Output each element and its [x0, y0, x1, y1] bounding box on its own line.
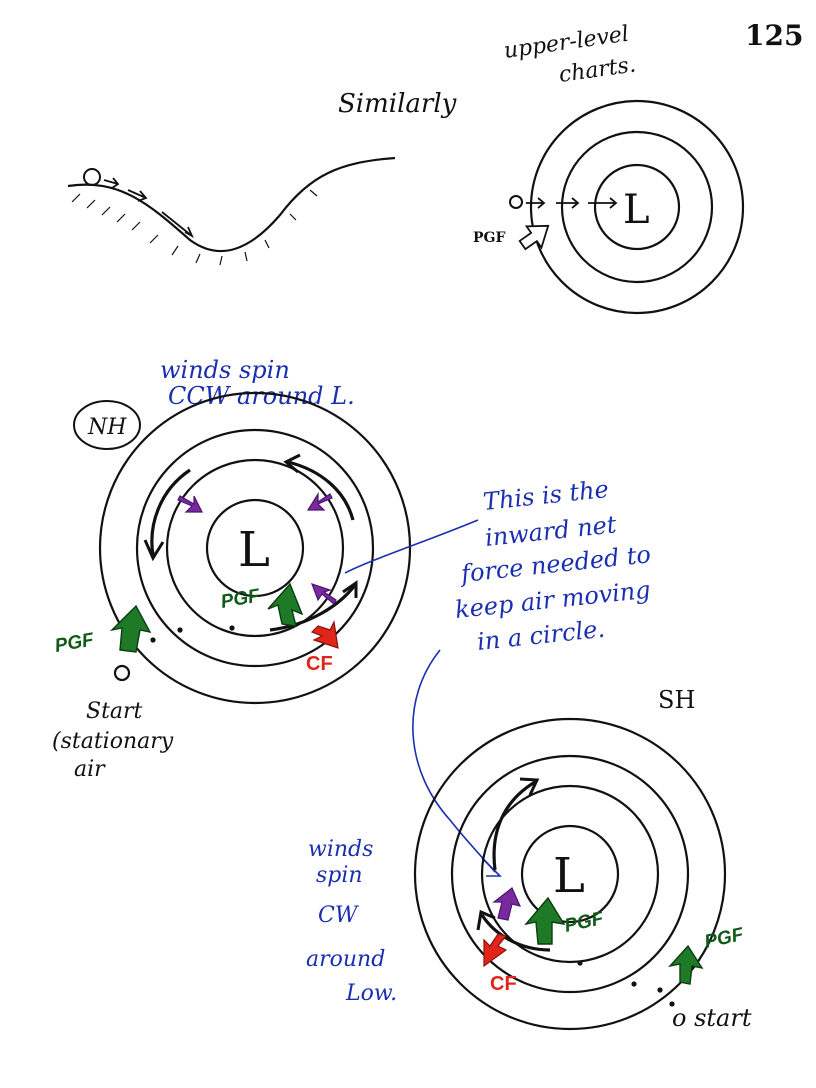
nh-pgf-arrow-inner [267, 582, 304, 627]
nh-start-label-line3: air [74, 757, 106, 782]
sh-caption-line3: CW [318, 903, 360, 928]
nh-ring-2 [135, 428, 375, 668]
upper-motion-arrow-2 [556, 197, 580, 209]
pointer-arrowhead-sh [481, 857, 502, 877]
sh-ring-inner [520, 824, 620, 924]
nh-pgf-inner-label: PGF [219, 585, 262, 613]
upper-level-caption-line2: charts. [557, 52, 637, 88]
upper-low-label: L [623, 187, 650, 233]
valley-curve [67, 156, 396, 253]
upper-ring-inner [593, 163, 681, 251]
ball-icon [83, 168, 101, 186]
nh-caption-line1: winds spin [160, 356, 290, 384]
nh-ring-outer [98, 391, 412, 705]
roll-arrow-2 [127, 189, 148, 202]
pointer-line-to-nh [344, 519, 479, 574]
upper-ring-outer [529, 99, 745, 315]
sh-cf-label: CF [490, 973, 517, 995]
sh-trail-dot-1 [577, 960, 583, 966]
sh-low-label: L [553, 848, 585, 904]
sh-caption-line2: spin [316, 863, 363, 888]
sh-trail-dot-2 [631, 981, 637, 987]
similarly-heading: Similarly [338, 89, 457, 119]
nh-start-parcel-icon [113, 664, 131, 682]
nh-badge [73, 400, 141, 450]
sh-pgf-outer-label: PGF [703, 924, 747, 953]
pointer-curve-to-sh [412, 649, 496, 873]
upper-motion-arrow-1 [526, 197, 546, 209]
sh-ring-outer [413, 717, 727, 1031]
nh-hemisphere-label: NH [87, 415, 127, 440]
nh-trail-dot-2 [177, 627, 183, 633]
note-line-1: This is the [482, 475, 610, 516]
sh-ring-3 [480, 784, 660, 964]
sh-trail-dot-4 [669, 1001, 675, 1007]
sh-flow-arrow-top [492, 780, 536, 871]
sh-flow-arrowhead-top [519, 777, 540, 796]
sh-flow-arrowhead-bottom [476, 909, 496, 931]
nh-trail-dot-1 [150, 637, 156, 643]
nh-flow-arrow-right [287, 460, 355, 521]
upper-level-diagram: L PGF [473, 99, 745, 315]
sh-hemisphere-label: SH [658, 686, 695, 714]
page-number: 125 [745, 19, 803, 52]
sh-start-label: o start [672, 1004, 752, 1032]
sh-diagram: SH L PGF PGF CF o start winds spin CW ar… [306, 686, 752, 1032]
nh-diagram: NH L PGF PGF CF Start (stationary air [52, 391, 412, 782]
nh-ring-inner [205, 498, 305, 598]
nh-flow-arrowhead-right [283, 453, 301, 474]
valley-hatching [71, 189, 318, 266]
sh-pgf-inner-label: PGF [563, 908, 607, 937]
upper-pgf-label: PGF [473, 230, 505, 246]
upper-ring-middle [560, 130, 714, 284]
nh-pgf-arrow-outer [109, 604, 152, 653]
sh-ring-2 [450, 754, 690, 994]
net-force-note: This is the inward net force needed to k… [344, 475, 652, 877]
nh-ring-3 [165, 458, 345, 638]
nh-flow-arrow-bottom [269, 584, 357, 632]
sh-pgf-arrow-inner [524, 896, 566, 945]
upper-motion-arrow-3 [588, 197, 618, 209]
nh-pgf-outer-label: PGF [53, 629, 96, 657]
sh-cf-arrow [483, 933, 508, 968]
nh-cf-arrow [310, 620, 339, 649]
nh-start-label-line1: Start [86, 699, 143, 724]
nh-caption-line2: CCW around L. [168, 382, 355, 410]
sh-trail-dot-3 [657, 987, 663, 993]
sh-caption-line5: Low. [345, 981, 397, 1006]
nh-start-label-line2: (stationary [52, 729, 174, 754]
sh-caption-line1: winds [308, 837, 373, 862]
sh-pgf-arrow-outer [668, 944, 704, 985]
nh-flow-arrowhead-bottom [342, 580, 358, 598]
nh-low-label: L [238, 522, 270, 578]
roll-arrow-1 [103, 177, 120, 189]
upper-pgf-arrow-icon [518, 224, 550, 251]
ball-valley-sketch [67, 156, 396, 266]
upper-parcel-icon [509, 195, 523, 209]
nh-trail-dot-3 [229, 625, 235, 631]
nh-cf-label: CF [306, 653, 333, 675]
note-line-5: in a circle. [476, 615, 606, 656]
nh-net-arrow-1 [177, 495, 203, 513]
nh-net-arrow-2 [306, 491, 333, 511]
nh-flow-arrowhead-left [143, 539, 165, 562]
sh-net-arrow [492, 887, 522, 921]
roll-arrow-3 [161, 211, 194, 239]
sh-caption-line4: around [306, 947, 385, 972]
nh-flow-arrow-left [150, 468, 191, 556]
nh-net-arrow-3 [310, 583, 337, 605]
sh-flow-arrow-bottom [480, 914, 551, 952]
